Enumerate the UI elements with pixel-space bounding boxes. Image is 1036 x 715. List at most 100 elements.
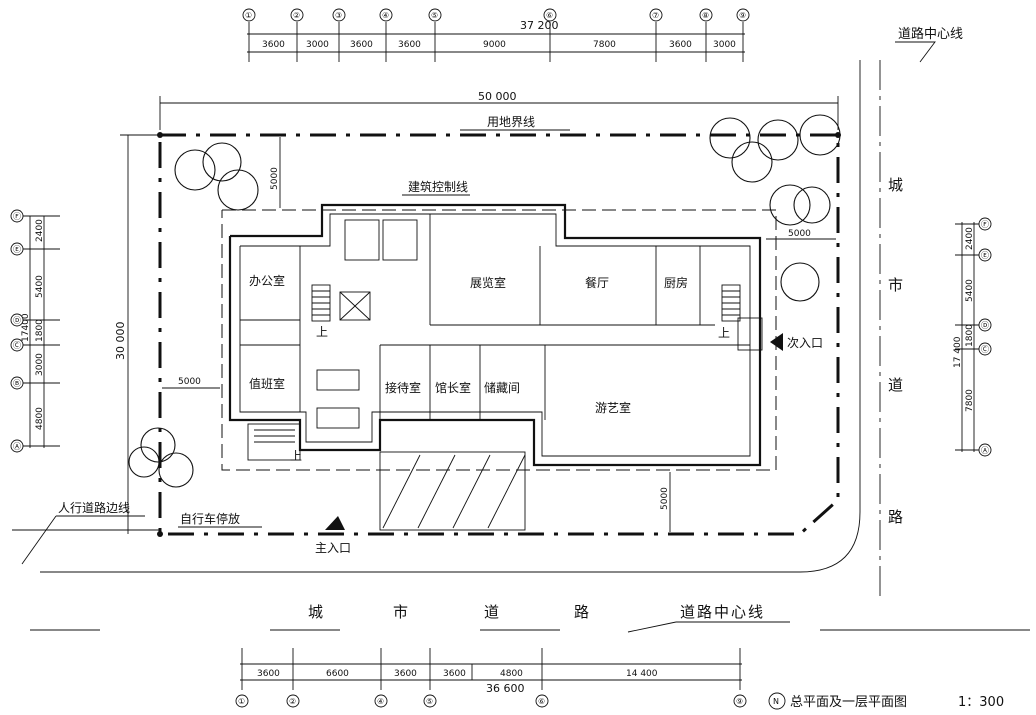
road-edges [12,60,1030,631]
dim-label: 7800 [593,40,616,50]
site-width-dimension: 50 000 [159,90,839,130]
dim-label: 7800 [965,389,975,412]
room-labels: 办公室 展览室 餐厅 厨房 值班室 接待室 馆长室 储藏间 游艺室 上 上 上 [249,273,730,463]
dim-label: 3600 [398,40,421,50]
drawing-title: N 总平面及一层平面图 1：300 [768,692,1004,710]
bottom-total-dim: 36 600 [486,682,525,695]
north-symbol: N [773,697,779,706]
axis-label: ⑦ [652,11,659,20]
room-exhibition: 展览室 [470,275,506,290]
dim-label: 4800 [500,669,523,679]
road-char: 市 [888,276,905,294]
site-depth-label: 30 000 [114,322,127,361]
main-entrance-arrow [325,516,345,530]
dim-label: 2400 [965,227,975,250]
road-bottom-name: 城 市 道 路 道路中心线 [308,603,790,633]
axis-label: ⑥ [546,11,553,20]
secondary-entrance-arrow [770,333,783,351]
road-centerline-label: 道路中心线 [898,26,963,42]
axis-label: Ⓓ [981,321,989,330]
dim-label: 3600 [394,669,417,679]
room-storage: 储藏间 [484,380,520,395]
property-line-label: 用地界线 [487,115,535,129]
axis-label: Ⓔ [981,251,989,260]
road-char: 道 [888,376,905,394]
dim-label: 4800 [35,407,45,430]
room-office: 办公室 [249,273,285,288]
right-total-dim: 17 400 [953,336,963,368]
dim-label: 5400 [965,279,975,302]
dim-label: 2400 [35,219,45,242]
entrances: 主入口 次入口 [315,333,823,555]
room-dining: 餐厅 [585,275,609,290]
building-control-line: 建筑控制线 [221,179,777,471]
dim-label: 3000 [713,40,736,50]
bike-parking-label: 自行车停放 [180,511,240,526]
room-recreation: 游艺室 [595,400,631,415]
axis-label: Ⓓ [13,316,21,325]
road-char: 路 [888,508,905,526]
building [228,203,763,531]
sidewalk-label: 人行道路边线 [58,500,130,515]
dim-label: 1800 [35,319,45,342]
road-char: 路 [574,603,591,621]
axis-label: ① [245,11,252,20]
road-char: 城 [888,176,905,194]
top-dimension-chain: 37 200 ① ② ③ ④ ⑤ ⑥ ⑦ ⑧ ⑨ 3600 3000 3600 [242,8,750,62]
axis-label: Ⓒ [13,341,21,350]
road-char: 城 [308,603,325,621]
axis-label: Ⓔ [13,245,21,254]
dim-label: 3600 [443,669,466,679]
room-reception: 接待室 [385,380,421,395]
drawing-title-text: 总平面及一层平面图 [790,695,907,710]
road-centerline-bottom-label: 道路中心线 [680,603,765,621]
setback-right-label: 5000 [788,229,811,239]
building-line-label: 建筑控制线 [408,179,468,194]
dim-label: 9000 [483,40,506,50]
axis-label: ⑤ [431,11,438,20]
axis-label: ④ [377,697,384,706]
road-char: 市 [393,603,410,621]
secondary-entrance-label: 次入口 [787,336,823,350]
right-dimension-chain: 2400 5400 1800 7800 17 400 Ⓕ Ⓔ Ⓓ Ⓒ Ⓐ [953,217,992,457]
setback-top-label: 5000 [270,167,280,190]
setback-bottom-label: 5000 [660,487,670,510]
room-kitchen: 厨房 [664,275,688,290]
axis-label: ⑨ [739,11,746,20]
dim-label: 3600 [257,669,280,679]
axis-label: Ⓕ [13,212,21,221]
axis-label: ② [289,697,296,706]
sidewalk-annotations: 人行道路边线 自行车停放 [21,500,262,565]
axis-label: ④ [382,11,389,20]
top-axis-bubbles: ① ② ③ ④ ⑤ ⑥ ⑦ ⑧ ⑨ [242,8,750,22]
axis-label: ⑤ [426,697,433,706]
bike-parking-area [379,451,526,531]
top-total-dim: 37 200 [520,19,559,32]
left-dimension-chain: 2400 5400 1800 3000 4800 17400 Ⓕ Ⓔ Ⓓ Ⓒ Ⓑ… [10,209,60,453]
road-char: 道 [484,603,501,621]
axis-label: Ⓐ [981,446,989,455]
setback-left-label: 5000 [178,377,201,387]
bottom-dimension-chain: 3600 6600 3600 3600 4800 14 400 36 600 ①… [235,648,747,708]
trees [128,114,841,488]
dim-label: 3000 [306,40,329,50]
dim-label: 3600 [669,40,692,50]
up-label: 上 [316,325,328,339]
road-right-name: 城 市 道 路 [888,176,905,526]
axis-label: Ⓑ [13,379,21,388]
axis-label: ⑨ [736,697,743,706]
dim-label: 3600 [350,40,373,50]
top-segment-dims: 3600 3000 3600 3600 9000 7800 3600 3000 [262,40,736,50]
drawing-scale: 1：300 [958,695,1004,710]
dim-label: 3000 [35,353,45,376]
stair-right [721,284,741,322]
left-total-dim: 17400 [21,313,31,342]
dim-label: 3600 [262,40,285,50]
axis-label: ⑧ [702,11,709,20]
up-label: 上 [290,449,302,463]
axis-label: Ⓐ [13,442,21,451]
room-director: 馆长室 [435,380,471,395]
dim-label: 1800 [965,324,975,347]
north-arrow-icon [768,692,786,710]
room-duty: 值班室 [249,376,285,391]
